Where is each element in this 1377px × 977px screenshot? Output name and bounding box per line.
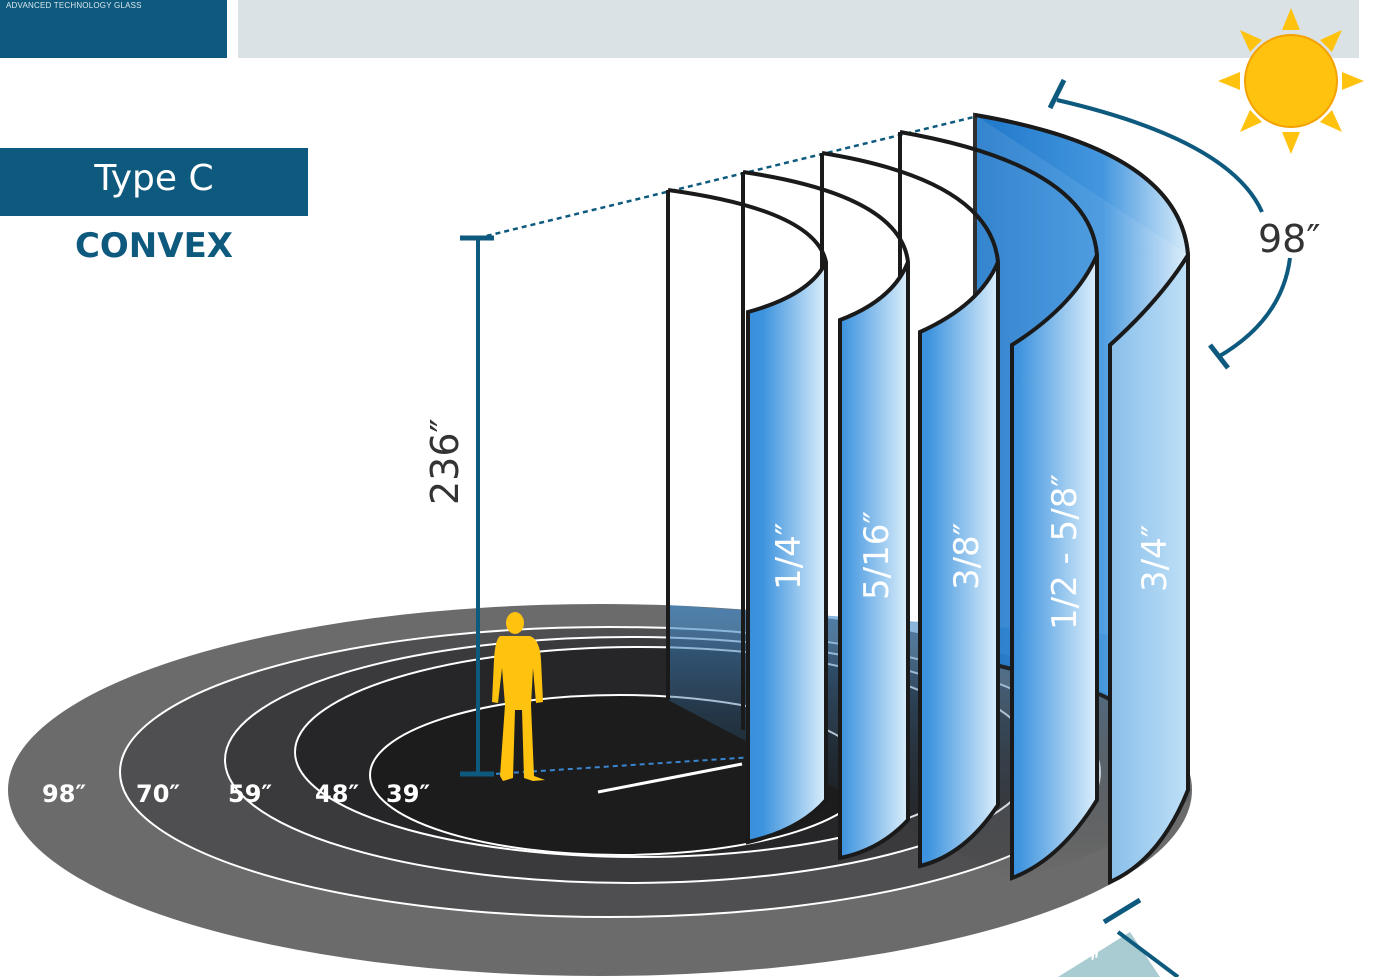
shape-label: CONVEX <box>74 226 234 266</box>
ring-label-39: 39″ <box>386 780 430 808</box>
ring-label-70: 70″ <box>136 780 180 808</box>
thickness-label-3-4: 3/4″ <box>1135 525 1175 592</box>
ring-label-59: 59″ <box>228 780 272 808</box>
corner-dimension <box>1058 897 1180 977</box>
thickness-label-1-4: 1/4″ <box>769 523 809 590</box>
radius-line <box>597 762 743 794</box>
top-guide-line <box>477 114 979 240</box>
type-box <box>0 148 308 216</box>
height-dimension <box>460 235 494 777</box>
thickness-label-5-16: 5/16″ <box>857 511 897 600</box>
ring-label-98: 98″ <box>42 780 86 808</box>
brand-box <box>0 0 227 58</box>
brand-tagline: ADVANCED TECHNOLOGY GLASS <box>6 1 142 10</box>
glass-panel-1-4 <box>666 188 829 845</box>
thickness-label-3-8: 3/8″ <box>947 523 987 590</box>
arc-length-label: 98″ <box>1258 217 1321 261</box>
type-label: Type C <box>94 158 214 199</box>
ring-label-48: 48″ <box>315 780 359 808</box>
header-bar <box>238 0 1359 58</box>
sun-icon <box>1218 8 1364 154</box>
thickness-label-1-2-5-8: 1/2 - 5/8″ <box>1045 474 1085 630</box>
person-silhouette-icon <box>492 612 545 781</box>
height-label: 236″ <box>423 418 467 505</box>
glass-panel-5-16 <box>741 170 911 861</box>
arc-dimension <box>1047 78 1292 370</box>
